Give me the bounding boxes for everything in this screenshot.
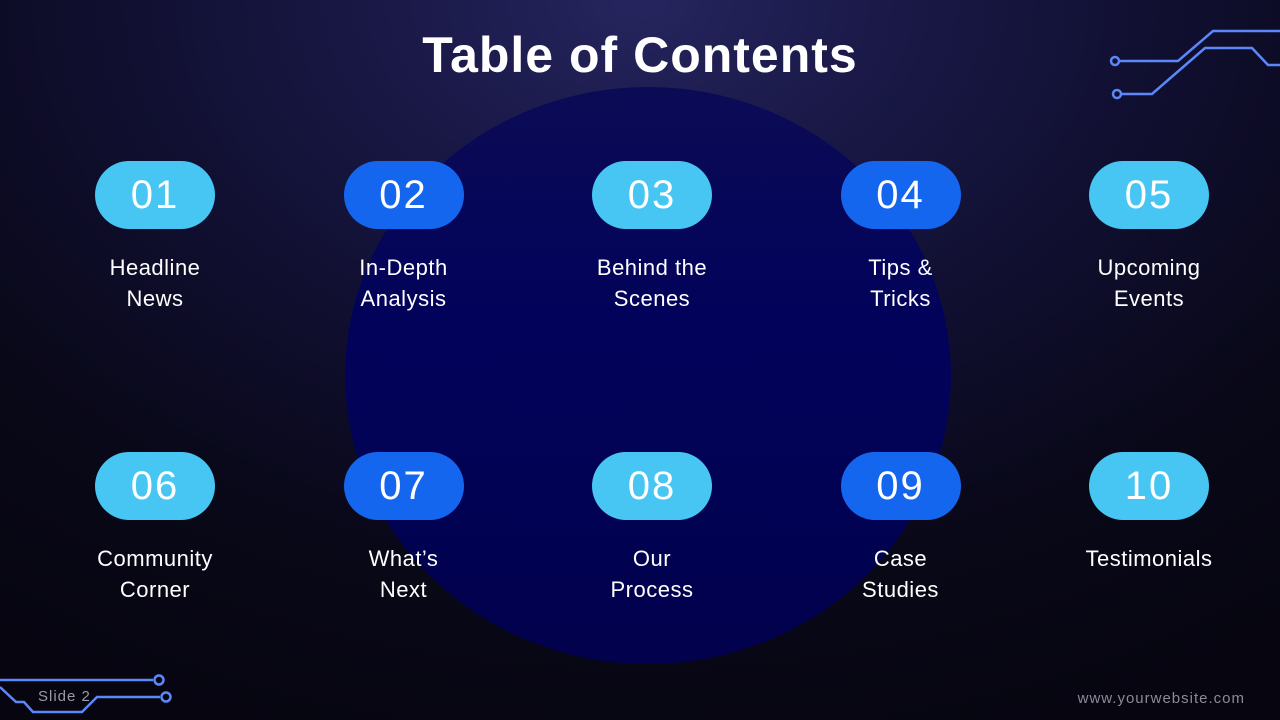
toc-item-08: 08 Our Process [533, 452, 771, 605]
toc-item-label: In-Depth Analysis [359, 255, 448, 311]
toc-item-03: 03 Behind the Scenes [533, 161, 771, 314]
toc-item-label: Case Studies [862, 546, 939, 602]
toc-item-label: Behind the Scenes [596, 255, 708, 311]
slide-number: Slide 2 [38, 688, 91, 705]
circuit-decoration-icon [0, 674, 172, 714]
circuit-decoration-icon [1109, 29, 1280, 100]
toc-item-04: 04 Tips & Tricks [782, 161, 1020, 314]
toc-number-pill[interactable]: 10 [1089, 452, 1209, 520]
toc-number-pill[interactable]: 07 [343, 452, 464, 520]
toc-number-pill[interactable]: 08 [592, 452, 712, 520]
toc-item-label: Tips & Tricks [868, 255, 933, 311]
toc-item-label: What’s Next [368, 546, 439, 602]
toc-number-pill[interactable]: 09 [840, 452, 961, 520]
toc-item-label: Testimonials [1085, 546, 1213, 571]
toc-item-09: 09 Case Studies [782, 452, 1020, 605]
toc-item-label: Community Corner [97, 546, 213, 602]
toc-number-pill[interactable]: 05 [1089, 161, 1209, 229]
toc-item-07: 07 What’s Next [285, 452, 523, 605]
website-link[interactable]: www.yourwebsite.com [1077, 690, 1245, 707]
page-title: Table of Contents [422, 27, 858, 83]
toc-item-01: 01 Headline News [36, 161, 274, 314]
toc-item-05: 05 Upcoming Events [1030, 161, 1268, 314]
toc-number-pill[interactable]: 03 [592, 161, 712, 229]
toc-number-pill[interactable]: 06 [95, 452, 215, 520]
toc-item-label: Our Process [610, 546, 694, 602]
toc-number-pill[interactable]: 02 [343, 161, 464, 229]
toc-number-pill[interactable]: 01 [95, 161, 215, 229]
toc-item-06: 06 Community Corner [36, 452, 274, 605]
toc-item-label: Upcoming Events [1097, 255, 1201, 311]
toc-row-2: 06 Community Corner 07 What’s Next 08 Ou… [36, 452, 1268, 605]
toc-item-10: 10 Testimonials [1030, 452, 1268, 605]
toc-number-pill[interactable]: 04 [840, 161, 961, 229]
toc-row-1: 01 Headline News 02 In-Depth Analysis 03… [36, 161, 1268, 314]
toc-item-02: 02 In-Depth Analysis [285, 161, 523, 314]
toc-item-label: Headline News [109, 255, 201, 311]
